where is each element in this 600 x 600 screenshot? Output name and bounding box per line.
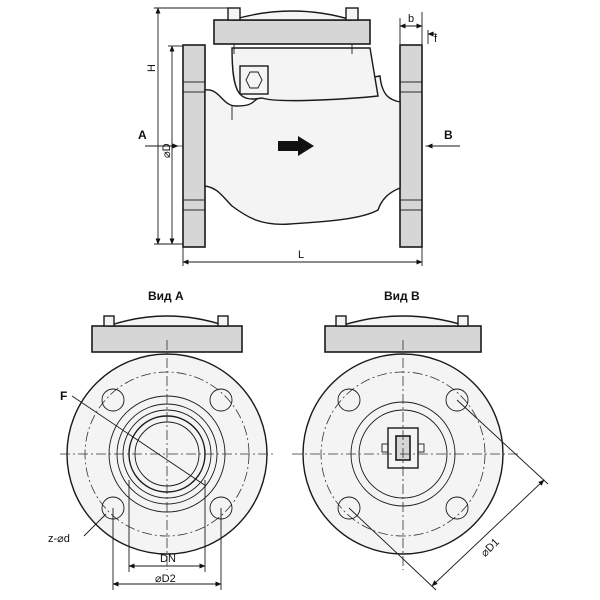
l-label: L	[298, 249, 304, 261]
hex-plug-head	[245, 71, 263, 89]
view-b: Вид B ⌀D1	[292, 289, 549, 591]
hex-plug	[239, 65, 269, 95]
view-a-title: Вид A	[148, 289, 184, 303]
view-b-bolt-hole	[337, 496, 361, 520]
dn-label: DN	[160, 553, 176, 565]
view-a: Вид A F z-⌀d DN	[48, 289, 275, 590]
view-a-bolt-hole	[101, 388, 125, 412]
d2-label: ⌀D2	[155, 573, 176, 585]
f-label: f	[434, 33, 438, 45]
d1-dimension	[431, 479, 545, 587]
cover-bolt	[345, 7, 359, 21]
d1-label: ⌀D1	[479, 536, 502, 559]
view-b-bolt-hole	[337, 388, 361, 412]
right-flange	[399, 44, 423, 248]
bolt-hole-label: z-⌀d	[48, 533, 70, 545]
side-view: A B H ⌀D L b f	[138, 7, 460, 266]
view-b-marker: B	[444, 128, 453, 142]
cover-dome	[231, 10, 353, 21]
d-label: ⌀D	[161, 143, 173, 158]
cover-plate	[213, 19, 371, 45]
view-b-cover-bolt	[457, 315, 469, 327]
b-label: b	[408, 13, 414, 25]
right-flange-bolt-hole	[399, 199, 423, 211]
flow-direction-arrow	[278, 136, 314, 156]
view-b-cover-bolt	[335, 315, 347, 327]
view-b-bolt-hole	[445, 388, 469, 412]
left-flange-bolt-hole	[182, 81, 206, 93]
f-face-label: F	[60, 389, 67, 403]
view-a-bolt-hole	[209, 388, 233, 412]
view-b-title: Вид B	[384, 289, 420, 303]
view-a-cover-bolt	[103, 315, 115, 327]
right-flange-bolt-hole	[399, 81, 423, 93]
view-a-cover-bolt	[217, 315, 229, 327]
h-label: H	[146, 64, 158, 72]
left-flange-bolt-hole	[182, 199, 206, 211]
cover-bolt	[227, 7, 241, 21]
left-flange	[182, 44, 206, 248]
view-a-marker: A	[138, 128, 147, 142]
